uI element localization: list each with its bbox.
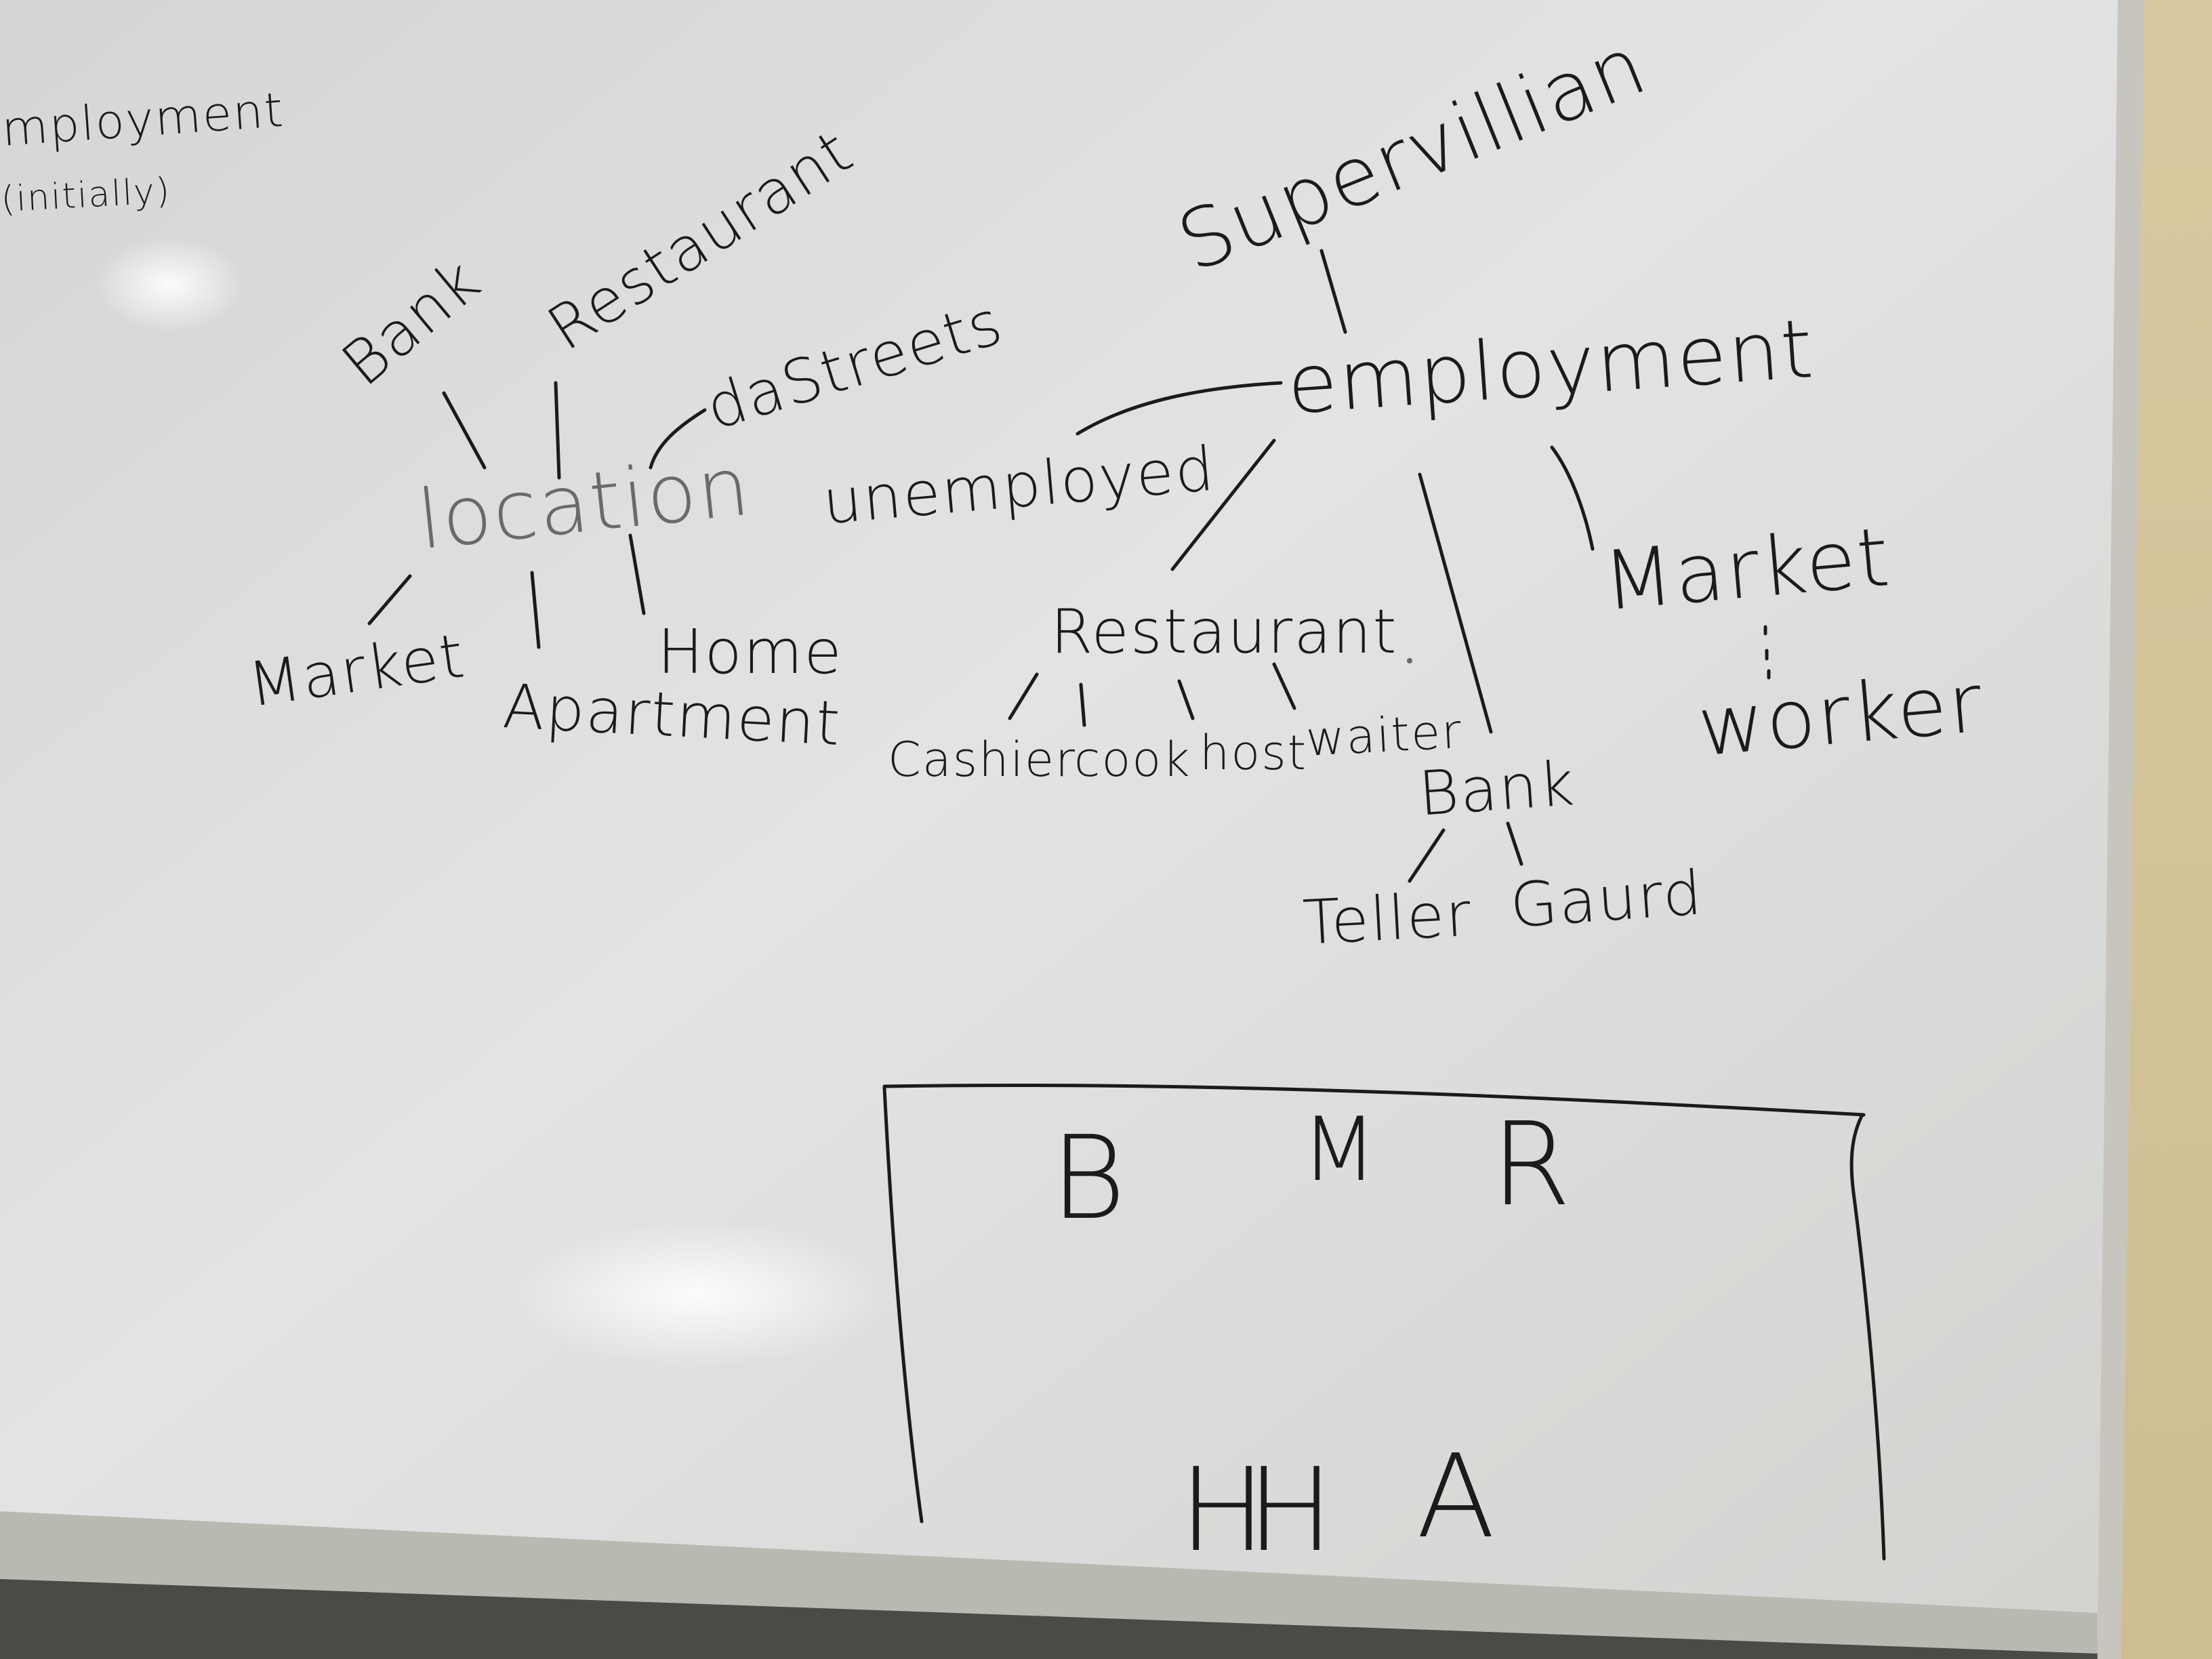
label-home: Home (657, 617, 843, 688)
label-restaurant-employment: Restaurant (1050, 596, 1398, 668)
light-glare (95, 237, 244, 332)
box-letter-b: B (1050, 1111, 1128, 1246)
label-bank-employment: Bank (1416, 747, 1578, 830)
light-glare (508, 1220, 888, 1369)
box-letter-h2: H (1247, 1443, 1335, 1578)
box-letter-h1: H (1179, 1443, 1267, 1578)
box-letter-r: R (1491, 1098, 1573, 1232)
label-cashier: Cashier (888, 732, 1076, 787)
box-letter-a: A (1416, 1430, 1497, 1564)
board-surface (0, 0, 2118, 1659)
marker-lines (367, 249, 1886, 1561)
tray-shadow (0, 1579, 2097, 1659)
label-cook: cook (1074, 732, 1191, 787)
label-gaurd: Gaurd (1508, 857, 1706, 942)
label-host: host (1200, 725, 1308, 781)
map-box-outline (882, 1083, 1886, 1561)
label-waiter: waiter (1305, 703, 1464, 767)
marker-speck (1407, 658, 1412, 663)
box-letter-m: M (1301, 1098, 1379, 1201)
label-teller: Teller (1301, 878, 1474, 959)
